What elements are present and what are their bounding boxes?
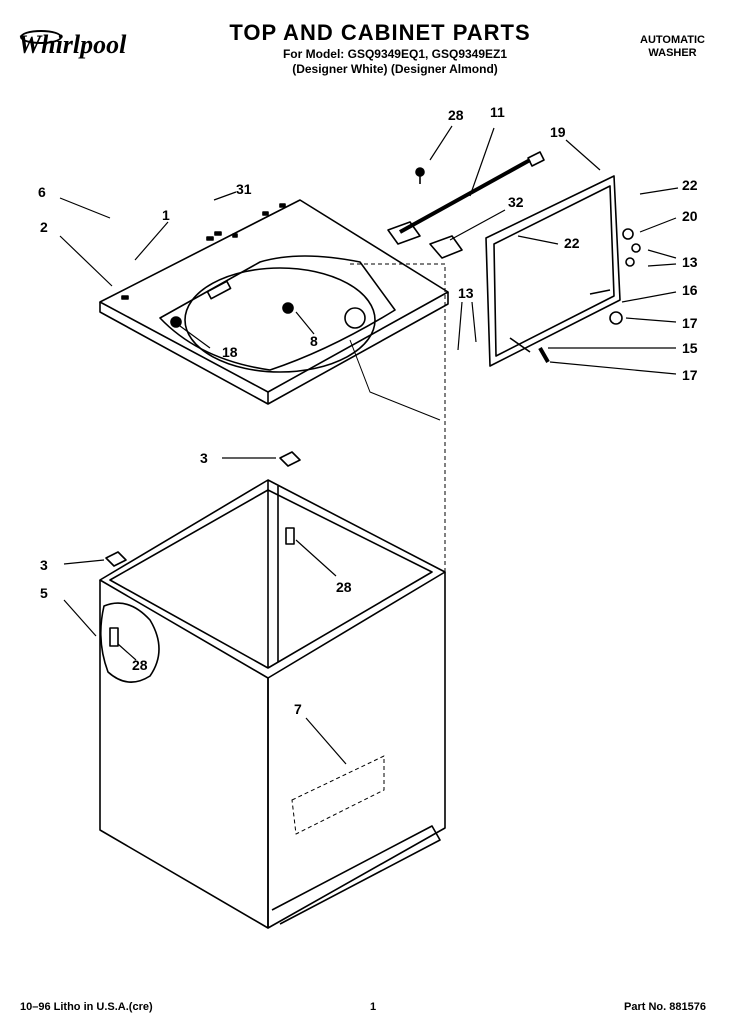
- callout-11: 11: [490, 104, 505, 120]
- leader-lines: [59, 125, 679, 765]
- callout-28-left: 28: [132, 657, 148, 673]
- callout-18: 18: [222, 344, 238, 360]
- callout-15: 15: [682, 340, 698, 356]
- callout-3-left: 3: [40, 557, 48, 573]
- callout-32: 32: [508, 194, 524, 210]
- brand-logo: Whirlpool: [18, 30, 127, 59]
- lid-switch-harness: [387, 151, 545, 259]
- callout-20: 20: [682, 208, 698, 224]
- callout-6: 6: [38, 184, 46, 200]
- callout-22-lower: 22: [564, 235, 580, 251]
- callout-22-upper: 22: [682, 177, 698, 193]
- model-numbers: For Model: GSQ9349EQ1, GSQ9349EZ1: [282, 47, 508, 61]
- callout-13-right: 13: [682, 254, 698, 270]
- callout-19: 19: [550, 124, 566, 140]
- callout-1: 1: [162, 207, 170, 223]
- callout-28-cabinet: 28: [336, 579, 352, 595]
- model-colors: (Designer White) (Designer Almond): [292, 62, 498, 76]
- print-info: 10–96 Litho in U.S.A.(cre): [20, 1001, 153, 1013]
- product-type-line2: WASHER: [648, 47, 697, 59]
- callout-31: 31: [236, 181, 252, 197]
- callout-5: 5: [40, 585, 48, 601]
- lid: [485, 175, 641, 367]
- callout-7: 7: [294, 701, 302, 717]
- whirlpool-logo-mark: [20, 30, 62, 44]
- callout-16: 16: [682, 282, 698, 298]
- callout-28-top: 28: [448, 107, 464, 123]
- callout-labels: 28 11 19 6 31 1 2 32 22 22 20 13 13 16 1…: [38, 104, 698, 717]
- cabinet: [99, 451, 446, 929]
- product-type: AUTOMATIC WASHER: [640, 34, 705, 60]
- callout-17-lower: 17: [682, 367, 698, 383]
- product-type-line1: AUTOMATIC: [640, 34, 705, 46]
- callout-8: 8: [310, 333, 318, 349]
- callout-13-left: 13: [458, 285, 474, 301]
- callout-2: 2: [40, 219, 48, 235]
- callout-17-upper: 17: [682, 315, 698, 331]
- part-number: Part No. 881576: [624, 1001, 706, 1013]
- callout-3-top: 3: [200, 450, 208, 466]
- page-title: TOP AND CABINET PARTS: [229, 20, 531, 45]
- page-number: 1: [370, 1001, 377, 1013]
- top-panel: [99, 199, 449, 405]
